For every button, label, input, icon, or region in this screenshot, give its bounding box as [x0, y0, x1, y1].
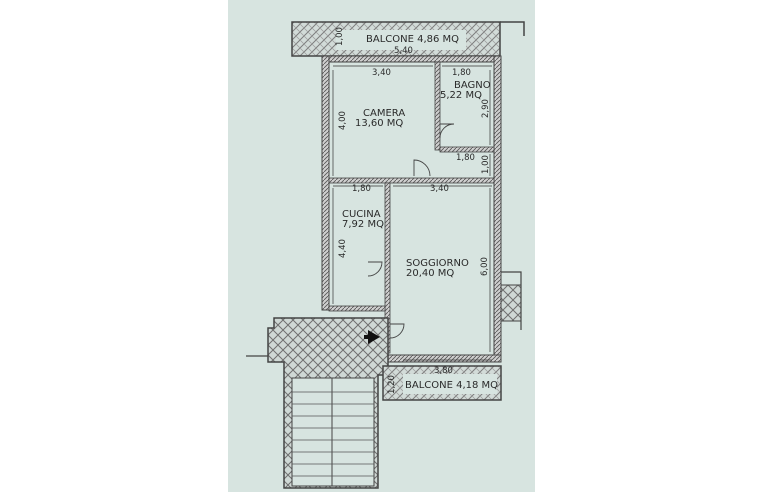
camera-width-label: 3,40 — [372, 68, 391, 78]
balcony-bottom — [382, 365, 502, 401]
doors — [367, 123, 455, 339]
floor-plan-sheet: 1,00 BALCONE 4,86 MQ 5,40 3,40 1,80 BAGN… — [228, 0, 535, 492]
bottom-balcony-width-label: 3,80 — [434, 366, 453, 376]
balcony-top — [291, 21, 525, 57]
entry-stair — [246, 317, 389, 489]
camera-height-label: 4,00 — [338, 111, 348, 130]
balcony-top-label: BALCONE 4,86 MQ — [366, 34, 459, 45]
camera-area-label: 13,60 MQ — [355, 118, 403, 129]
cucina-height-label: 4,40 — [338, 239, 348, 258]
soggiorno-width-label: 3,40 — [430, 184, 449, 194]
bagno-height-label: 2,90 — [481, 99, 491, 118]
top-balcony-height-label: 1,00 — [335, 27, 345, 46]
soggiorno-area-label: 20,40 MQ — [406, 268, 454, 279]
corridor-height-label: 1,00 — [481, 155, 491, 174]
bagno-area-label: 5,22 MQ — [440, 90, 482, 101]
floor-plan-drawing: 1,00 BALCONE 4,86 MQ 5,40 3,40 1,80 BAGN… — [246, 21, 525, 489]
soggiorno-name-label: SOGGIORNO — [406, 258, 469, 269]
cucina-area-label: 7,92 MQ — [342, 219, 384, 230]
dimension-lines — [332, 65, 492, 361]
bottom-balcony-height-label: 1,20 — [387, 375, 397, 394]
balcony-bottom-label: BALCONE 4,18 MQ — [405, 380, 498, 391]
corridor-width-label: 1,80 — [456, 153, 475, 163]
cucina-width-label: 1,80 — [352, 184, 371, 194]
bagno-name-label: BAGNO — [454, 80, 491, 91]
top-balcony-width-label: 5,40 — [394, 46, 413, 56]
camera-name-label: CAMERA — [363, 108, 405, 119]
cucina-name-label: CUCINA — [342, 209, 381, 220]
soggiorno-height-label: 6,00 — [480, 257, 490, 276]
bagno-width-label: 1,80 — [452, 68, 471, 78]
